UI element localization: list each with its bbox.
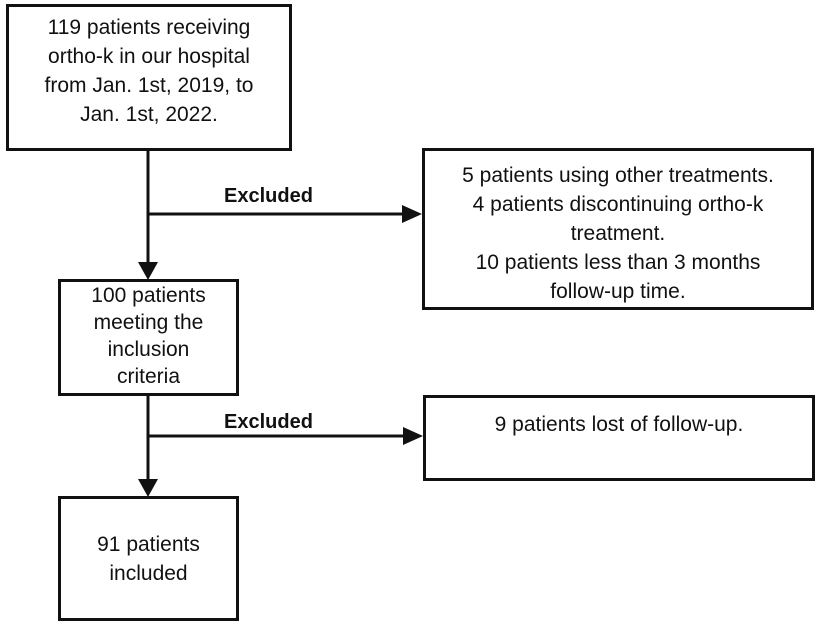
arrowhead-start-to-met [138, 262, 158, 280]
node-met-criteria: 100 patients meeting the inclusion crite… [58, 279, 239, 396]
arrowhead-exclusion-2 [403, 427, 423, 445]
node-exclusion-1-text: 5 patients using other treatments. 4 pat… [462, 164, 774, 303]
arrowhead-met-to-included [138, 479, 158, 497]
node-start-population: 119 patients receiving ortho-k in our ho… [6, 4, 292, 151]
node-start-text: 119 patients receiving ortho-k in our ho… [44, 16, 254, 126]
edge-label-excluded-2: Excluded [224, 411, 313, 433]
node-included-text: 91 patients included [97, 532, 200, 585]
node-exclusion-2: 9 patients lost of follow-up. [423, 395, 815, 481]
node-met-criteria-text: 100 patients meeting the inclusion crite… [91, 284, 206, 388]
edge-label-excluded-1: Excluded [224, 185, 313, 207]
node-included: 91 patients included [58, 496, 239, 621]
arrowhead-exclusion-1 [402, 205, 422, 223]
node-exclusion-2-text: 9 patients lost of follow-up. [494, 413, 744, 436]
node-exclusion-1: 5 patients using other treatments. 4 pat… [422, 148, 814, 310]
